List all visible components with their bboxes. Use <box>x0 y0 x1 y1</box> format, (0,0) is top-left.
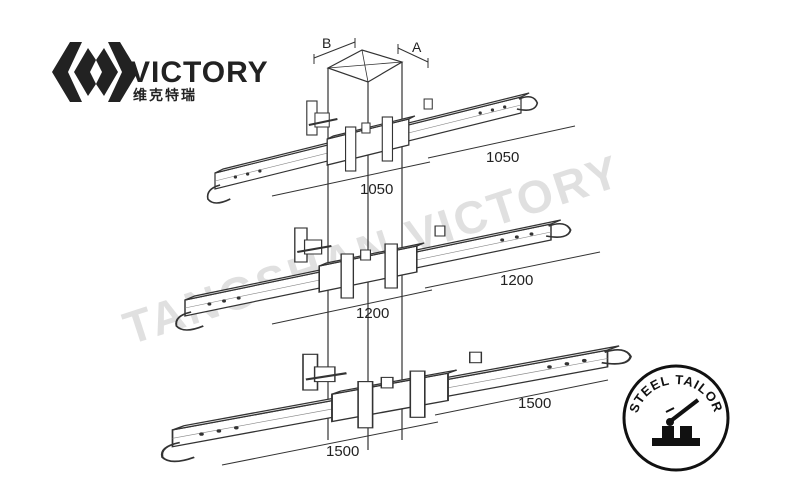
victory-w-logo-icon <box>52 42 138 102</box>
steel-tailor-seal: STEEL TAILOR <box>622 364 730 472</box>
tier-3-dim-right: 1500 <box>518 395 551 412</box>
tier-1-dim-right: 1050 <box>486 149 519 166</box>
tier-3-dim-left: 1500 <box>326 443 359 460</box>
tier-2-dim-left: 1200 <box>356 305 389 322</box>
clamp-tier-1 <box>206 91 576 205</box>
clamp-tier-2 <box>174 218 601 332</box>
brand-logo: VICTORY 维克特瑞 <box>52 42 269 104</box>
tier-2-dim-right: 1200 <box>500 272 533 289</box>
tier-1-dim-left: 1050 <box>360 181 393 198</box>
brand-name-cn: 维克特瑞 <box>133 87 197 104</box>
label-a: A <box>412 39 422 55</box>
welder-seal-icon <box>652 398 700 446</box>
column-dimension-callouts <box>313 38 429 68</box>
clamp-tier-3 <box>160 344 633 466</box>
watermark-text: TANGSHAN VICTORY <box>117 144 628 354</box>
brand-name-en: VICTORY <box>130 56 269 89</box>
label-b: B <box>322 35 331 51</box>
